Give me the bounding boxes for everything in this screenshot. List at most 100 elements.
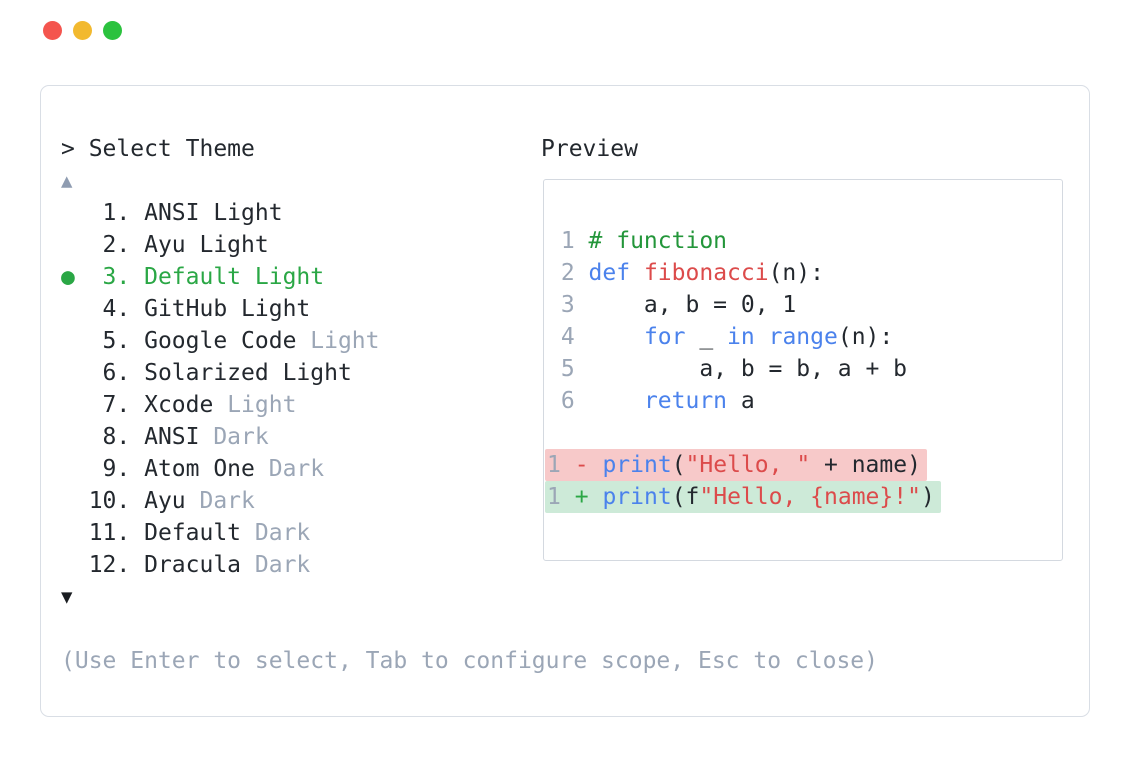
theme-list-item[interactable]: 5. Google Code Light [61, 325, 521, 357]
selected-indicator [61, 296, 89, 322]
code-token: fibonacci [643, 260, 769, 286]
selected-indicator [61, 424, 89, 450]
item-name: ANSI [144, 424, 200, 450]
line-number: 1 [547, 484, 561, 510]
item-name: Default [144, 520, 242, 546]
item-suffix: Dark [254, 456, 325, 482]
theme-list-item[interactable]: 10. Ayu Dark [61, 485, 521, 517]
theme-selector-window: > Select Theme ▲ 1. ANSI Light 2. Ayu Li… [40, 85, 1090, 717]
code-token: + [574, 484, 589, 510]
code-token: def [588, 260, 631, 286]
item-number: 9. [88, 456, 145, 482]
item-number: 2. [88, 232, 145, 258]
selected-indicator [61, 200, 89, 226]
theme-list-item[interactable]: ● 3. Default Light [61, 261, 521, 293]
code-token: "Hello, " [685, 452, 811, 478]
selected-indicator [61, 328, 89, 354]
line-number: 1 [547, 228, 589, 254]
code-line: 3 a, b = 0, 1 [547, 289, 1062, 321]
item-name: Default Light [144, 264, 325, 290]
item-name: Dracula [144, 552, 242, 578]
item-suffix: Dark [241, 520, 311, 546]
code-token [589, 388, 644, 414]
theme-list-item[interactable]: 4. GitHub Light [61, 293, 521, 325]
preview-column: Preview 1 # function 2 def fibonacci(n):… [541, 133, 1071, 561]
selected-indicator [61, 360, 89, 386]
line-number: 6 [547, 388, 589, 414]
code-token: print [602, 452, 672, 478]
line-number: 4 [547, 324, 589, 350]
selected-indicator [61, 552, 89, 578]
diff-removed-line: 1 - print("Hello, " + name) [545, 449, 1062, 481]
selected-indicator [61, 488, 89, 514]
item-name: Xcode [144, 392, 214, 418]
item-number: 5. [88, 328, 145, 354]
code-token: - [574, 452, 589, 478]
theme-list-item[interactable]: 12. Dracula Dark [61, 549, 521, 581]
scroll-up-icon[interactable]: ▲ [61, 170, 73, 192]
code-token [755, 324, 769, 350]
code-token: a, b = b, a + b [588, 356, 908, 382]
code-token: (n): [768, 260, 824, 286]
item-number: 7. [88, 392, 145, 418]
code-line: 4 for _ in range(n): [547, 321, 1062, 353]
preview-title: Preview [541, 136, 638, 162]
theme-list-item[interactable]: 6. Solarized Light [61, 357, 521, 389]
code-token: _ [685, 324, 728, 350]
selected-indicator [61, 232, 89, 258]
selected-indicator [61, 456, 89, 482]
theme-list-item[interactable]: 9. Atom One Dark [61, 453, 521, 485]
item-number: 6. [88, 360, 145, 386]
item-name: GitHub Light [144, 296, 311, 322]
code-line: 6 return a [547, 385, 1062, 417]
zoom-button[interactable] [103, 21, 122, 40]
theme-list-item[interactable]: 7. Xcode Light [61, 389, 521, 421]
code-token: a, b = 0, 1 [588, 292, 797, 318]
code-line: 1 # function [547, 225, 1062, 257]
code-token: (f [671, 484, 700, 510]
minimize-button[interactable] [73, 21, 92, 40]
item-name: Solarized Light [144, 360, 352, 386]
item-suffix: Dark [241, 552, 311, 578]
line-number: 3 [547, 292, 589, 318]
window-controls [43, 21, 122, 40]
item-number: 11. [88, 520, 145, 546]
code-token: + name) [810, 452, 921, 478]
item-number: 1. [88, 200, 145, 226]
scroll-down-icon[interactable]: ▼ [61, 586, 73, 608]
theme-list-item[interactable]: 11. Default Dark [61, 517, 521, 549]
item-suffix: Light [296, 328, 380, 354]
diff-highlight: 1 + print(f"Hello, {name}!") [545, 481, 941, 513]
line-number: 2 [547, 260, 589, 286]
code-line: 2 def fibonacci(n): [547, 257, 1062, 289]
code-token [630, 260, 644, 286]
code-token [589, 324, 644, 350]
theme-list-item[interactable]: 1. ANSI Light [61, 197, 521, 229]
spacer [61, 613, 521, 645]
item-number: 12. [88, 552, 145, 578]
theme-list-item[interactable]: 2. Ayu Light [61, 229, 521, 261]
close-button[interactable] [43, 21, 62, 40]
code-token: ) [920, 484, 935, 510]
selected-indicator [61, 520, 89, 546]
code-line [547, 417, 1062, 449]
code-token [561, 452, 575, 478]
selected-indicator [61, 392, 89, 418]
code-token [589, 452, 603, 478]
item-number: 4. [88, 296, 145, 322]
code-token [589, 484, 603, 510]
item-number: 3. [88, 264, 145, 290]
code-token: ( [671, 452, 686, 478]
prompt-line: > Select Theme [61, 136, 255, 162]
code-token: range [768, 324, 838, 350]
item-name: Google Code [144, 328, 297, 354]
code-token: "Hello, {name}!" [699, 484, 921, 510]
item-name: ANSI Light [144, 200, 283, 226]
diff-highlight: 1 - print("Hello, " + name) [545, 449, 927, 481]
code-token: return [643, 388, 728, 414]
item-suffix: Light [213, 392, 297, 418]
theme-list-item[interactable]: 8. ANSI Dark [61, 421, 521, 453]
code-token: print [602, 484, 672, 510]
item-name: Atom One [144, 456, 255, 482]
theme-list: 1. ANSI Light 2. Ayu Light● 3. Default L… [61, 197, 521, 581]
